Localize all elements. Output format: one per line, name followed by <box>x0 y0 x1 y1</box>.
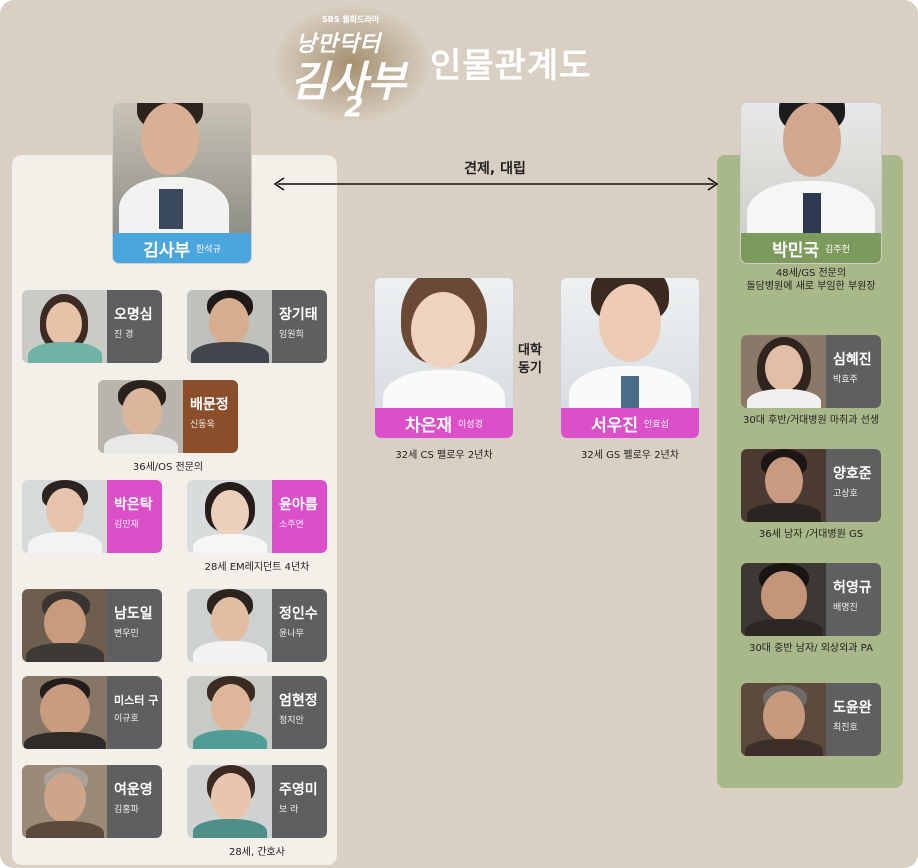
card-jang-gi-tae[interactable]: 장기태 임원희 <box>187 290 327 363</box>
eom-hyun-jung-name: 엄현정 <box>279 693 318 709</box>
oh-myung-sim-photo <box>22 290 107 363</box>
heo-young-gyu-name: 허영규 <box>833 580 872 596</box>
nam-do-il-photo <box>22 589 107 662</box>
card-jung-in-su[interactable]: 정인수 윤나무 <box>187 589 327 662</box>
nam-do-il-name: 남도일 <box>114 606 153 622</box>
oh-myung-sim-actor: 진 경 <box>114 330 134 340</box>
yoon-a-reum-name: 윤아름 <box>279 497 318 513</box>
mr-koo-name: 미스터 구 <box>114 694 159 707</box>
bae-mun-jeong-name: 배문정 <box>190 397 229 413</box>
card-park-min-guk[interactable]: 박민국 김주헌 <box>741 103 881 263</box>
seo-woo-jin-caption: 32세 GS 펠로우 2년차 <box>581 450 679 461</box>
yoon-a-reum-photo <box>187 480 272 553</box>
bae-mun-jeong-photo <box>98 380 183 453</box>
bond-line1: 대학 <box>518 343 542 358</box>
heo-young-gyu-caption: 30대 중반 남자/ 외상외과 PA <box>749 643 873 654</box>
joo-young-mi-photo <box>187 765 272 838</box>
yeo-un-yeong-name: 여운영 <box>114 782 153 798</box>
jung-in-su-name: 정인수 <box>279 606 318 622</box>
bae-mun-jeong-caption: 36세/OS 전문의 <box>132 462 204 473</box>
eom-hyun-jung-actor: 정지안 <box>279 716 304 726</box>
eom-hyun-jung-photo <box>187 676 272 749</box>
kim-sabu-actor: 한석규 <box>196 244 221 255</box>
jang-gi-tae-actor: 임원희 <box>279 330 304 340</box>
sim-hye-jin-name: 심혜진 <box>833 352 872 368</box>
logo-small-text: SBS 월화드라마 <box>322 15 380 24</box>
card-oh-myung-sim[interactable]: 오명심 진 경 <box>22 290 162 363</box>
card-kim-sabu[interactable]: 김사부 한석규 <box>113 103 251 263</box>
yang-ho-jun-caption: 36세 남자 /거대병원 GS <box>758 529 864 540</box>
park-caption-line1: 48세/GS 전문의 <box>775 268 847 279</box>
card-yeo-un-yeong[interactable]: 여운영 김홍파 <box>22 765 162 838</box>
park-min-guk-actor: 김주헌 <box>825 244 850 255</box>
yang-ho-jun-photo <box>741 449 826 522</box>
card-sim-hye-jin[interactable]: 심혜진 박효주 <box>741 335 881 408</box>
seo-woo-jin-name: 서우진 <box>591 415 639 436</box>
card-yoon-a-reum[interactable]: 윤아름 소주연 <box>187 480 327 553</box>
cha-eun-jae-actor: 이성경 <box>458 419 483 430</box>
park-min-guk-name: 박민국 <box>772 240 820 261</box>
logo-season-number: 2 <box>344 90 364 123</box>
mr-koo-actor: 이규호 <box>114 714 139 724</box>
mr-koo-photo <box>22 676 107 749</box>
yoon-a-reum-actor: 소주연 <box>279 520 304 530</box>
sim-hye-jin-actor: 박효주 <box>833 375 858 385</box>
yang-ho-jun-name: 양호준 <box>833 466 872 482</box>
card-do-yun-wan[interactable]: 도윤완 최진호 <box>741 683 881 756</box>
classmates-label: 대학 동기 <box>518 342 542 378</box>
joo-young-mi-caption: 28세, 간호사 <box>229 847 285 858</box>
card-nam-do-il[interactable]: 남도일 변우민 <box>22 589 162 662</box>
logo-title: 김사부 <box>290 57 406 106</box>
joo-young-mi-actor: 보 라 <box>279 805 299 815</box>
heo-young-gyu-actor: 배명진 <box>833 603 858 613</box>
do-yun-wan-actor: 최진호 <box>833 723 858 733</box>
seo-woo-jin-actor: 안효섭 <box>644 419 669 430</box>
kim-sabu-name: 김사부 <box>143 240 191 261</box>
yoon-a-reum-caption: 28세 EM레지던트 4년차 <box>204 562 310 573</box>
sim-hye-jin-caption: 30대 후반/거대병원 마취과 선생 <box>742 415 880 426</box>
park-eun-tak-name: 박은탁 <box>114 497 153 513</box>
card-park-eun-tak[interactable]: 박은탁 김민재 <box>22 480 162 553</box>
card-bae-mun-jeong[interactable]: 배문정 신동욱 <box>98 380 238 453</box>
park-eun-tak-actor: 김민재 <box>114 520 139 530</box>
card-joo-young-mi[interactable]: 주영미 보 라 <box>187 765 327 838</box>
kim-sabu-photo <box>113 103 251 233</box>
jung-in-su-photo <box>187 589 272 662</box>
oh-myung-sim-name: 오명심 <box>114 307 153 323</box>
drama-logo: SBS 월화드라마 낭만닥터 김사부 2 <box>272 4 432 124</box>
card-mr-koo[interactable]: 미스터 구 이규호 <box>22 676 162 749</box>
seo-woo-jin-photo <box>561 278 699 408</box>
park-caption-line2: 돌담병원에 새로 부임한 부원장 <box>746 281 876 292</box>
do-yun-wan-photo <box>741 683 826 756</box>
cha-eun-jae-caption: 32세 CS 펠로우 2년차 <box>395 450 493 461</box>
park-min-guk-caption: 48세/GS 전문의 돌담병원에 새로 부임한 부원장 <box>741 267 881 293</box>
yeo-un-yeong-actor: 김홍파 <box>114 805 139 815</box>
page-title: 인물관계도 <box>430 46 592 86</box>
bond-line2: 동기 <box>518 361 542 376</box>
cha-eun-jae-name: 차은재 <box>405 415 453 436</box>
card-heo-young-gyu[interactable]: 허영규 배명진 <box>741 563 881 636</box>
cha-eun-jae-photo <box>375 278 513 408</box>
yeo-un-yeong-photo <box>22 765 107 838</box>
do-yun-wan-name: 도윤완 <box>833 700 872 716</box>
joo-young-mi-name: 주영미 <box>279 782 318 798</box>
card-yang-ho-jun[interactable]: 양호준 고상호 <box>741 449 881 522</box>
card-cha-eun-jae[interactable]: 차은재 이성경 <box>375 278 513 438</box>
sim-hye-jin-photo <box>741 335 826 408</box>
jang-gi-tae-name: 장기태 <box>279 307 318 323</box>
park-min-guk-photo <box>741 103 881 233</box>
rivalry-label: 견제, 대립 <box>464 161 526 177</box>
jang-gi-tae-photo <box>187 290 272 363</box>
bae-mun-jeong-actor: 신동욱 <box>190 420 215 430</box>
park-eun-tak-photo <box>22 480 107 553</box>
card-seo-woo-jin[interactable]: 서우진 안효섭 <box>561 278 699 438</box>
card-eom-hyun-jung[interactable]: 엄현정 정지안 <box>187 676 327 749</box>
rivalry-arrow <box>273 177 719 191</box>
jung-in-su-actor: 윤나무 <box>279 629 304 639</box>
heo-young-gyu-photo <box>741 563 826 636</box>
yang-ho-jun-actor: 고상호 <box>833 489 858 499</box>
logo-subtitle: 낭만닥터 <box>296 32 381 57</box>
nam-do-il-actor: 변우민 <box>114 629 139 639</box>
